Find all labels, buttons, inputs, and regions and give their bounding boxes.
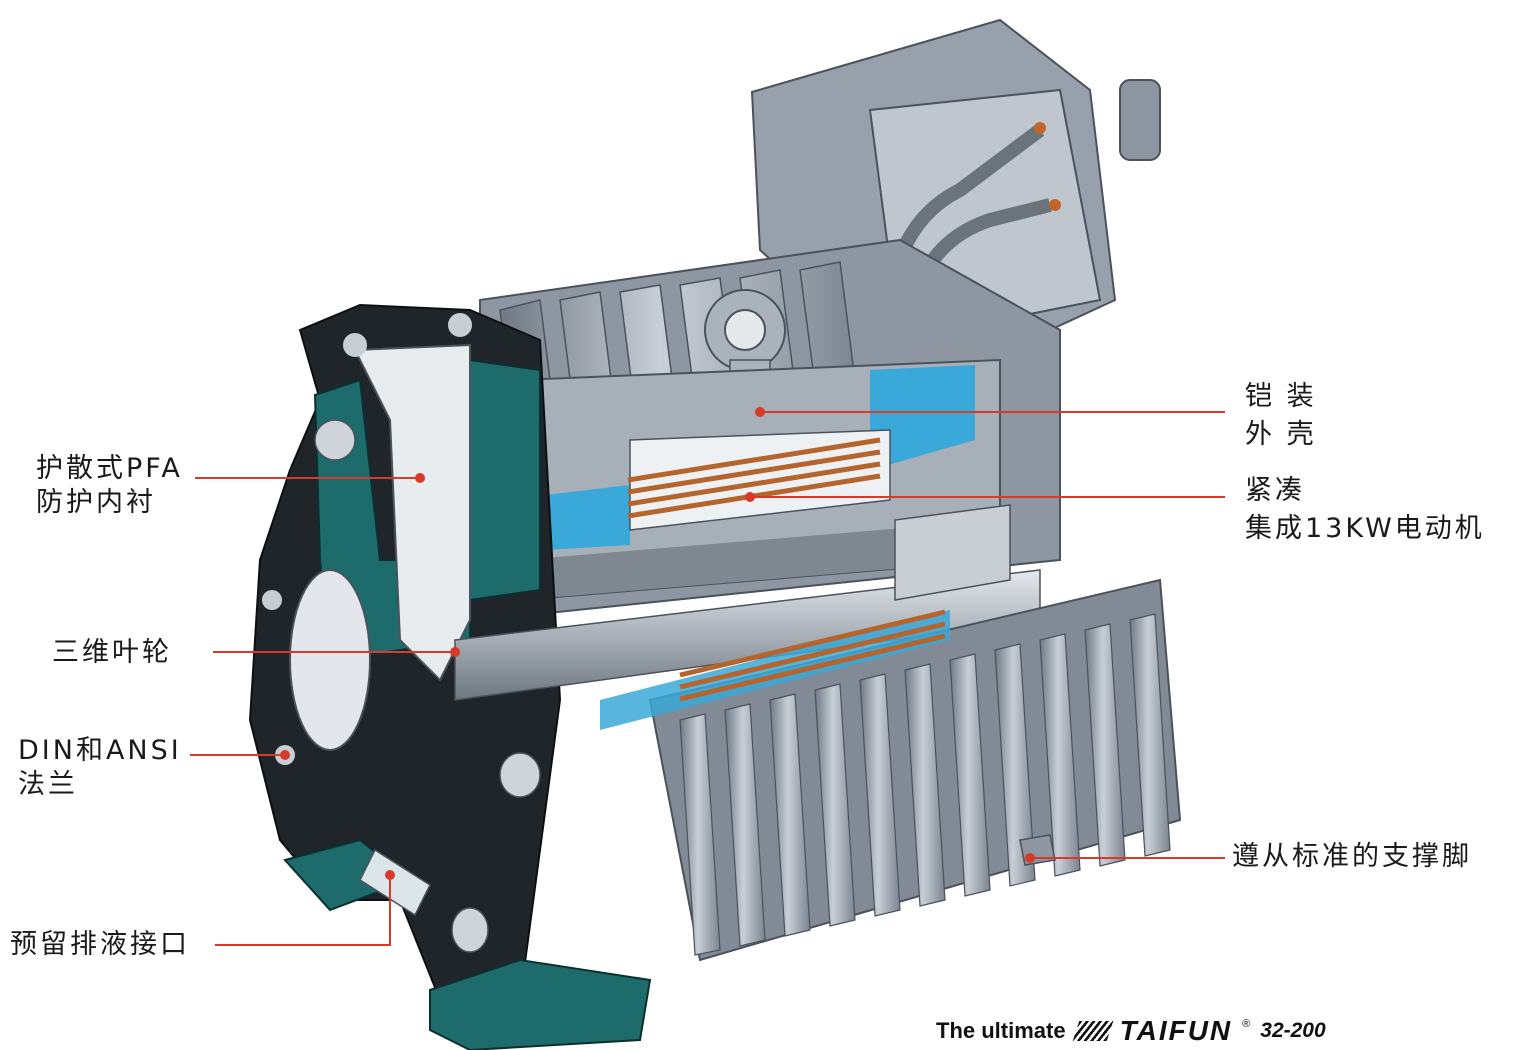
model-number: 32-200 (1260, 1019, 1326, 1042)
label-feet: 遵从标准的支撑脚 (1232, 841, 1472, 872)
tagline: The ultimate (936, 1018, 1066, 1043)
label-drain: 预留排液接口 (10, 929, 190, 960)
leader-dots (280, 407, 1035, 880)
leader-lines (190, 411, 1225, 946)
label-impeller: 三维叶轮 (52, 637, 172, 668)
brand-footer: The ultimate TAIFUN ® 32-200 (936, 1014, 1326, 1048)
finned-shell (600, 578, 1182, 962)
brand-name: TAIFUN (1119, 1015, 1233, 1046)
label-housing: 铠 装 外 壳 (1245, 381, 1317, 450)
motor-section (519, 358, 1001, 602)
brand-stripes-logo (1072, 1021, 1113, 1041)
registered-mark: ® (1242, 1018, 1251, 1030)
label-liner: 护散式PFA 防护内衬 (36, 453, 183, 518)
label-flange: DIN和ANSI 法兰 (18, 735, 182, 800)
label-motor: 紧凑 集成13KW电动机 (1245, 475, 1485, 544)
support-feet (283, 419, 1056, 1050)
leader-drain (215, 875, 391, 946)
